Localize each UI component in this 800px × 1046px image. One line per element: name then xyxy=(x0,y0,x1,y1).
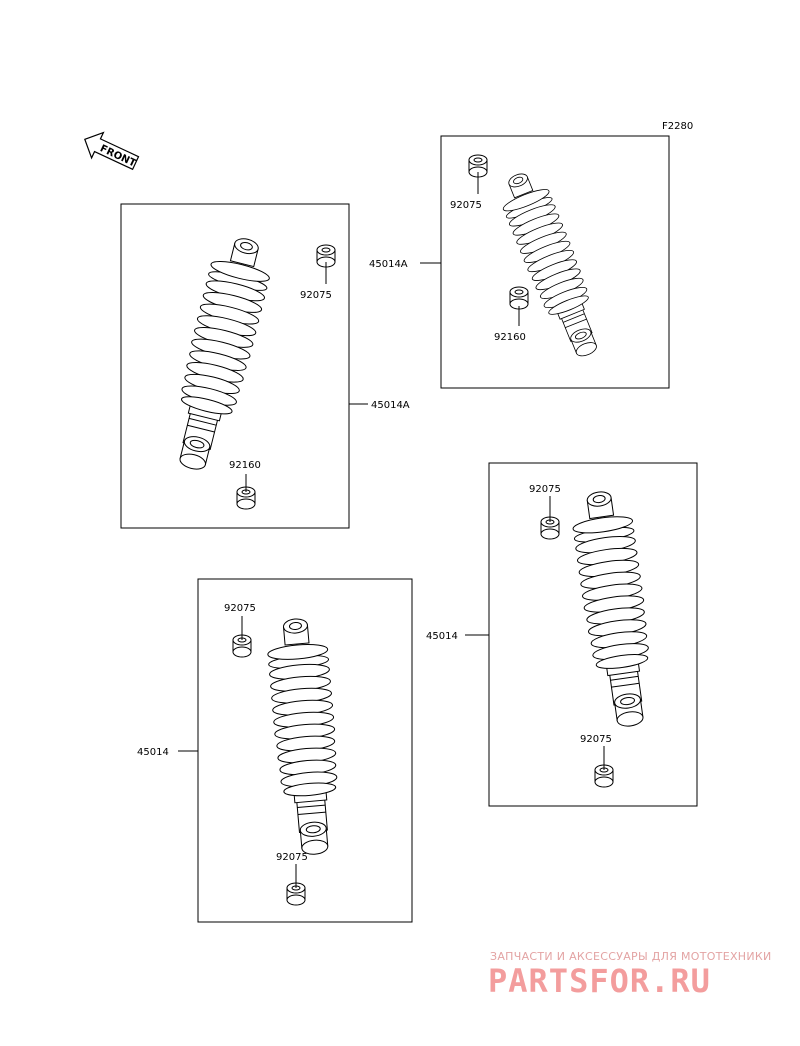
part-label-92075: 92075 xyxy=(580,734,612,745)
shock-absorber-45014 xyxy=(567,487,662,731)
assembly-label-45014: 45014 xyxy=(426,631,458,642)
shock-absorber-45014 xyxy=(264,615,346,858)
part-label-92075: 92075 xyxy=(529,484,561,495)
part-label-92160: 92160 xyxy=(229,460,261,471)
part-label-92160: 92160 xyxy=(494,332,526,343)
watermark-tagline: ЗАПЧАСТИ И АКСЕССУАРЫ ДЛЯ МОТОТЕХНИКИ xyxy=(490,950,772,963)
group-rear-shock-45014a-right: 92075 92160 45014A xyxy=(369,135,670,389)
diagram-code: F2280 xyxy=(662,121,693,132)
bushing-92160 xyxy=(509,286,529,310)
part-label-92075: 92075 xyxy=(450,200,482,211)
part-label-92075: 92075 xyxy=(300,290,332,301)
group-front-shock-45014-left: 92075 92075 45014 xyxy=(137,578,413,923)
assembly-label-45014: 45014 xyxy=(137,747,169,758)
group-front-shock-45014-right: 92075 92075 45014 xyxy=(426,462,698,807)
front-arrow-icon: FRONT xyxy=(84,131,140,171)
part-label-92075: 92075 xyxy=(224,603,256,614)
part-label-92075: 92075 xyxy=(276,852,308,863)
assembly-label-45014a: 45014A xyxy=(369,259,408,270)
shock-absorber-45014a xyxy=(161,231,278,477)
group-rear-shock-45014a-left: 92075 92160 45014A xyxy=(120,203,410,529)
group-frame xyxy=(120,203,350,529)
watermark-brand: PARTSFOR.RU xyxy=(488,962,711,1000)
group-frame xyxy=(440,135,670,389)
assembly-label-45014a: 45014A xyxy=(371,400,410,411)
